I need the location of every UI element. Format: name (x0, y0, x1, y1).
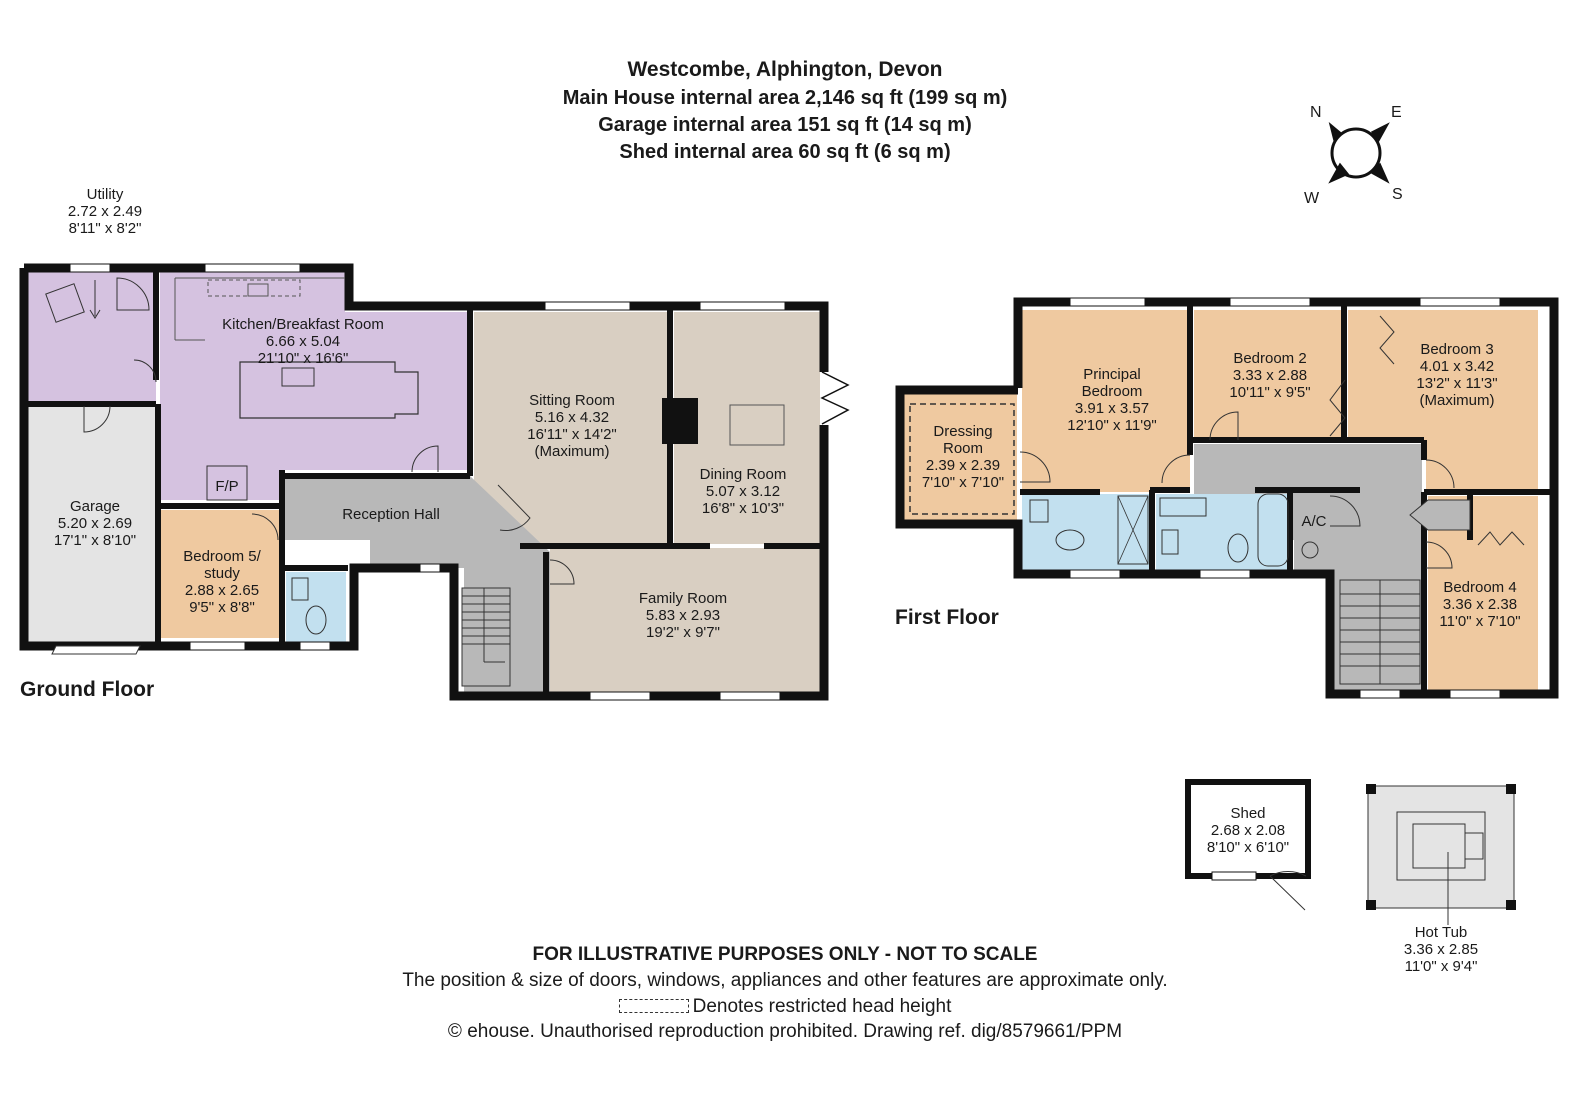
family-room-shape (550, 548, 820, 692)
copyright-text: © ehouse. Unauthorised reproduction proh… (447, 1021, 1123, 1042)
ground-floor-plan (19, 263, 850, 701)
restricted-height-legend: Denotes restricted head height (280, 996, 1290, 1018)
principal-bedroom-shape (1022, 310, 1190, 492)
ground-wc-shape (286, 572, 346, 642)
page-title: Westcombe, Alphington, Devon (627, 58, 943, 81)
bedroom3-shape (1348, 310, 1538, 490)
compass-north: N (1310, 104, 1322, 121)
bedroom2-shape (1194, 310, 1344, 440)
ground-floor-label: Ground Floor (20, 678, 155, 701)
compass-west: W (1304, 190, 1320, 207)
first-floor-plan (895, 297, 1559, 699)
room-label-reception: Reception Hall (342, 506, 440, 523)
utility-room-shape (28, 272, 156, 402)
bathroom-shape (1156, 494, 1290, 570)
hot-tub-plan (1366, 784, 1516, 925)
disclaimer-heading: FOR ILLUSTRATIVE PURPOSES ONLY - NOT TO … (532, 944, 1038, 965)
main-house-area: Main House internal area 2,146 sq ft (19… (562, 87, 1008, 109)
dressing-room-shape (903, 394, 1017, 520)
label-fireplace: F/P (215, 478, 239, 495)
disclaimer-text: The position & size of doors, windows, a… (402, 970, 1168, 991)
bedroom5-shape (160, 510, 282, 638)
shed-plan (1185, 779, 1311, 911)
garage-area: Garage internal area 151 sq ft (14 sq m) (598, 114, 972, 136)
dining-room-shape (674, 312, 820, 544)
compass-south: S (1392, 186, 1403, 203)
label-ac: A/C (1301, 513, 1327, 530)
sitting-room-shape (474, 312, 668, 544)
ensuite-shape (1022, 494, 1152, 570)
shed-area: Shed internal area 60 sq ft (6 sq m) (619, 141, 951, 163)
compass-east: E (1391, 104, 1402, 121)
garage-shape (28, 406, 156, 646)
first-floor-label: First Floor (895, 606, 999, 629)
restricted-height-label: Denotes restricted head height (692, 996, 952, 1017)
compass-rose (1328, 121, 1390, 184)
ac-shape (1294, 494, 1354, 570)
restricted-height-swatch (618, 999, 689, 1013)
